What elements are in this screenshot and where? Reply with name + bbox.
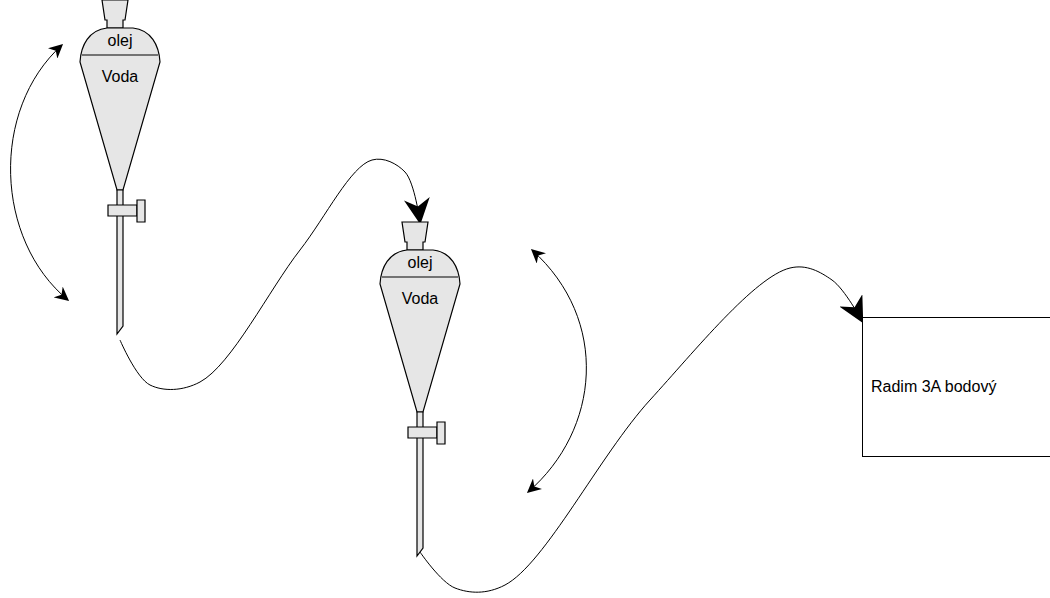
separatory-funnel: olejVoda [375,222,465,552]
separatory-funnel: olejVoda [75,0,165,340]
upper-layer-label: olej [75,32,165,50]
funnel-body [380,250,460,412]
shake-arrow [528,250,586,492]
transfer-arrow [120,159,420,389]
stopper [402,222,428,250]
shake-arrow [11,45,68,300]
funnel-body [80,28,160,190]
stopper [102,0,128,28]
stopcock-knob [437,422,445,444]
phase-boundary [82,55,158,56]
transfer-arrow [420,267,862,592]
lower-layer-label: Voda [375,290,465,308]
lower-layer-label: Voda [75,68,165,86]
funnel-drawing [375,222,465,552]
funnel-drawing [75,0,165,340]
stopcock [408,427,437,438]
label-box: Radim 3A bodový [862,317,1050,457]
stopcock-knob [137,200,145,222]
box-label: Radim 3A bodový [863,377,1004,397]
stopcock [108,205,137,216]
upper-layer-label: olej [375,254,465,272]
phase-boundary [382,277,458,278]
